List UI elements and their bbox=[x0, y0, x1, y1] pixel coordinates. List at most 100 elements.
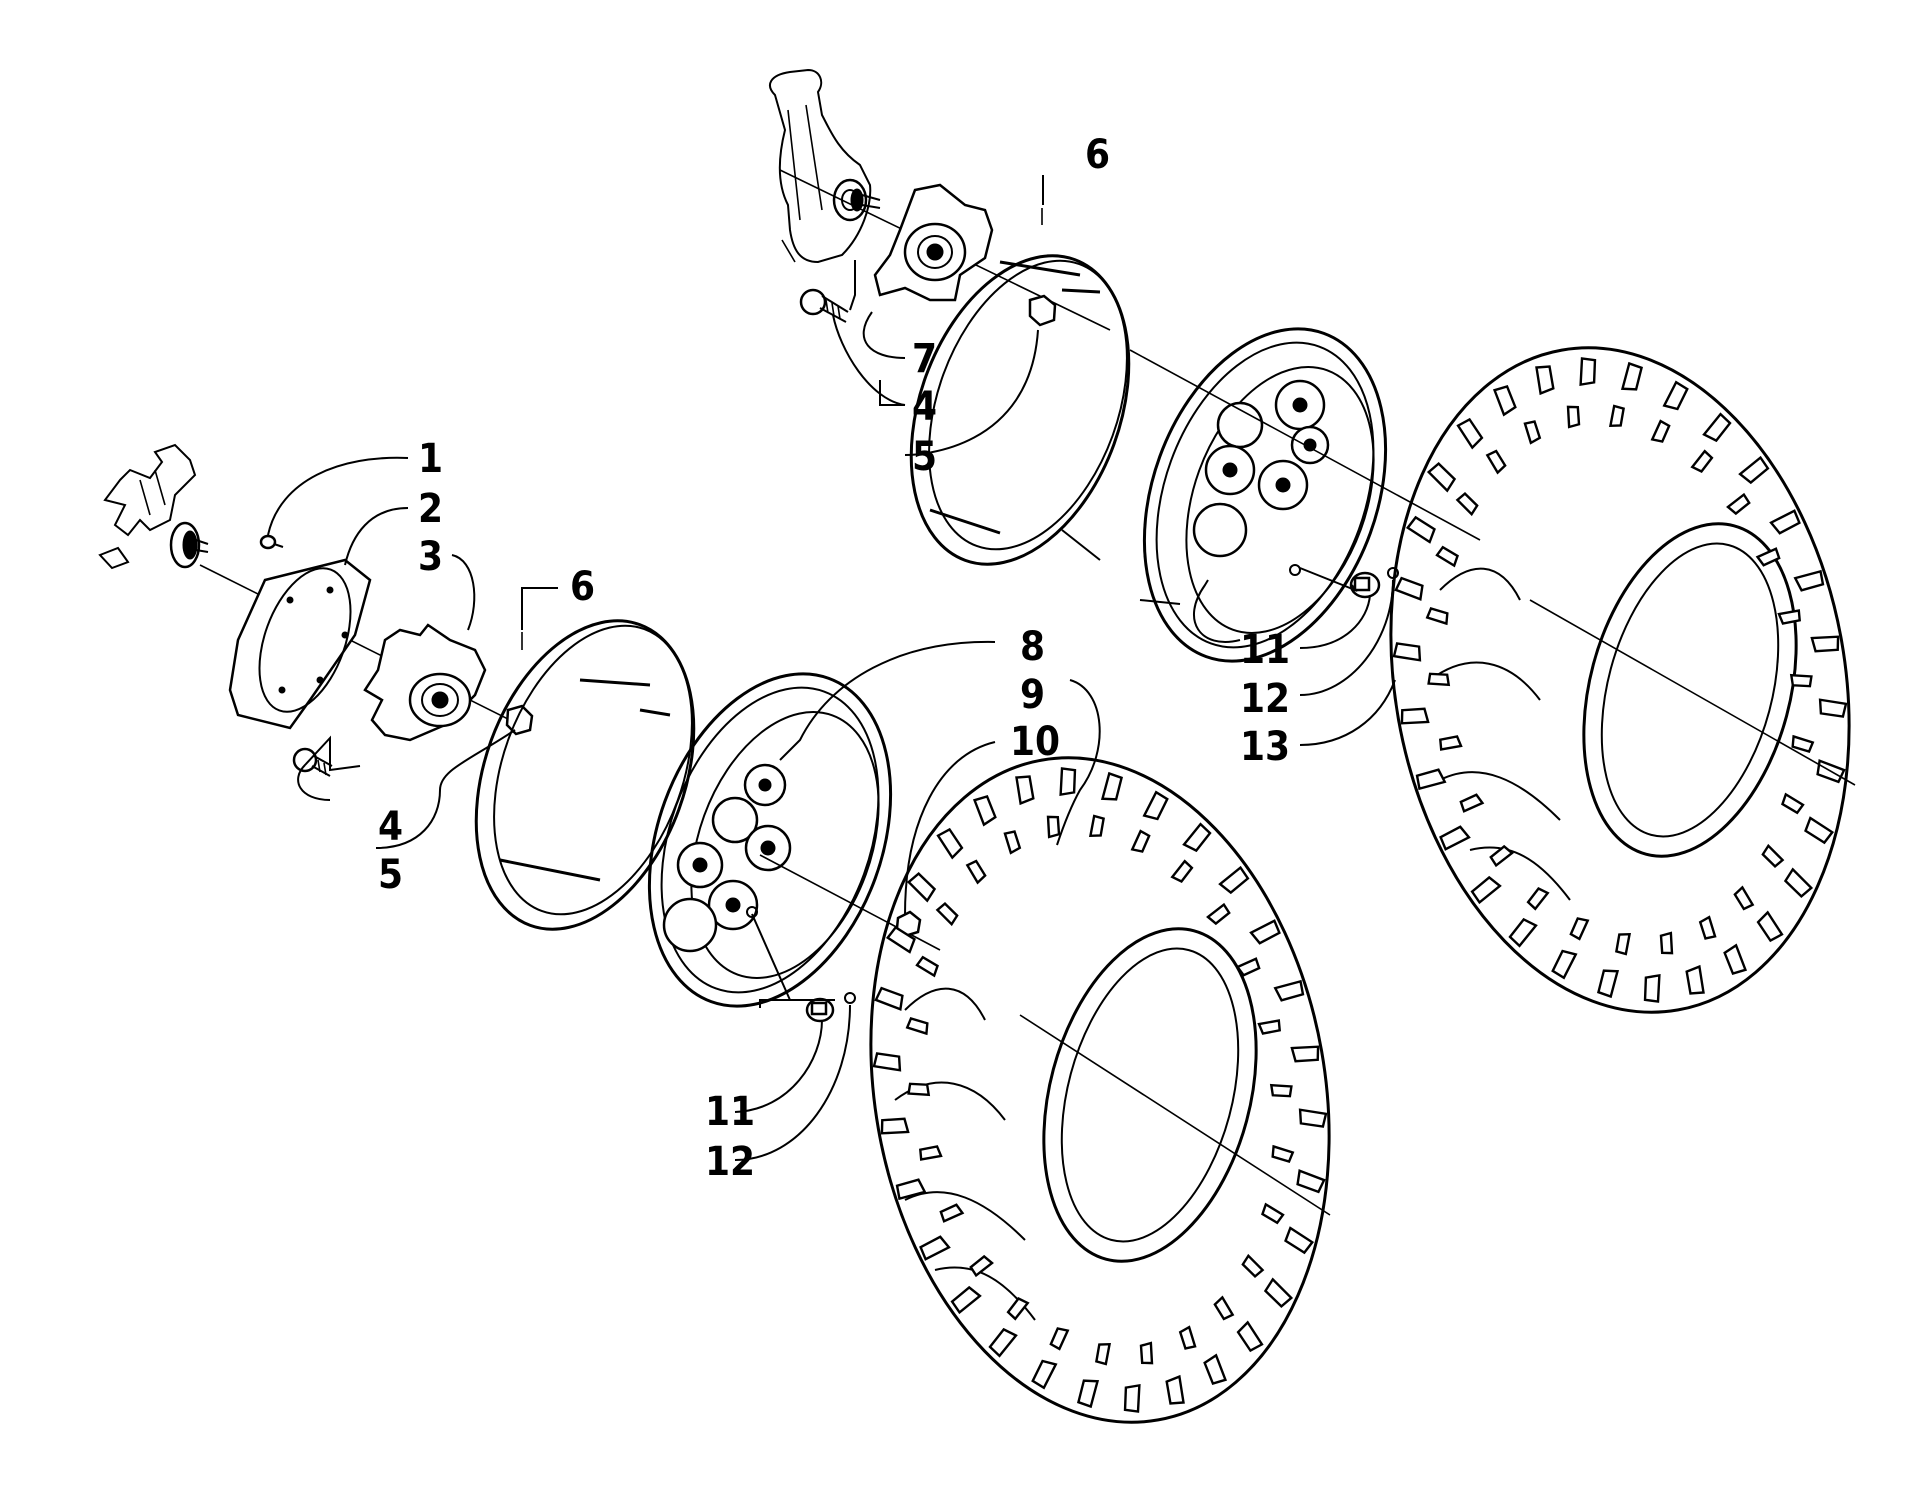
tread-block bbox=[1459, 793, 1485, 813]
tread-block bbox=[1566, 405, 1581, 429]
tread-block bbox=[1059, 767, 1077, 797]
tread-block bbox=[1427, 672, 1451, 687]
tread-block bbox=[1271, 1144, 1295, 1164]
tread-block bbox=[1615, 932, 1632, 956]
tread-block bbox=[965, 859, 987, 885]
tread-block bbox=[1241, 1253, 1265, 1278]
axis-line bbox=[1129, 349, 1481, 541]
callout-5: 5 bbox=[378, 852, 403, 898]
tread-block bbox=[1296, 1169, 1326, 1194]
tread-block bbox=[1569, 917, 1590, 941]
tread-block bbox=[1213, 1295, 1235, 1321]
callout-2: 2 bbox=[418, 486, 443, 532]
tread-block bbox=[1235, 957, 1261, 977]
tread-block bbox=[1261, 1202, 1285, 1225]
tread-block bbox=[1249, 919, 1281, 945]
tread-block bbox=[872, 1052, 902, 1072]
tread-block bbox=[1003, 830, 1022, 855]
tread-block bbox=[1139, 1341, 1154, 1365]
tread-block bbox=[1551, 949, 1578, 980]
callout-11: 11 bbox=[1240, 627, 1290, 673]
tread-block bbox=[1791, 734, 1815, 754]
tread-block bbox=[895, 1178, 927, 1201]
tread-block bbox=[885, 925, 916, 954]
wheel-rim-lower bbox=[474, 619, 893, 1008]
tread-block bbox=[1783, 867, 1814, 899]
tread-block bbox=[1400, 707, 1430, 725]
tread-block bbox=[1456, 417, 1484, 450]
callouts: 1 2 3 4 5 6 8 9 10 11 12 6 7 4 5 11 12 1… bbox=[378, 132, 1290, 1185]
tread-block bbox=[1756, 910, 1784, 943]
tread-block bbox=[1088, 814, 1105, 838]
tread-block bbox=[1405, 515, 1436, 544]
tread-block bbox=[1123, 1383, 1141, 1413]
tread-block bbox=[1415, 768, 1447, 791]
tread-block bbox=[1178, 1325, 1197, 1350]
tread-block bbox=[1425, 606, 1449, 626]
tread-block bbox=[1789, 673, 1813, 688]
tread-block bbox=[988, 1327, 1018, 1358]
steering-knuckle-upper bbox=[769, 68, 881, 264]
tread-block bbox=[950, 1285, 982, 1315]
tread-block bbox=[1492, 385, 1517, 417]
tread-block bbox=[1435, 545, 1459, 568]
tread-block bbox=[1620, 361, 1644, 391]
tread-block bbox=[1489, 844, 1514, 868]
tread-block bbox=[1523, 420, 1542, 445]
tread-block bbox=[1203, 1353, 1228, 1385]
castle-nut-upper bbox=[1028, 294, 1057, 327]
callout-13: 13 bbox=[1240, 724, 1290, 770]
tread-block bbox=[906, 871, 937, 903]
tread-block bbox=[1426, 461, 1457, 493]
tread-block bbox=[1690, 449, 1714, 473]
tread-block bbox=[874, 986, 904, 1011]
tread-block bbox=[1702, 412, 1732, 443]
tread-block bbox=[1810, 635, 1840, 653]
tread-block bbox=[1263, 1277, 1294, 1309]
hub-stud-lower bbox=[292, 747, 333, 777]
axis-line bbox=[1529, 599, 1856, 786]
tread-block bbox=[1659, 931, 1674, 955]
callout-10: 10 bbox=[1010, 719, 1060, 765]
tread-block bbox=[1170, 859, 1194, 883]
callout-5: 5 bbox=[912, 434, 937, 480]
castle-nut-lower bbox=[505, 704, 534, 736]
tread-block bbox=[1130, 829, 1151, 853]
tread-block bbox=[936, 827, 964, 860]
tread-block bbox=[1777, 609, 1801, 625]
tread-block bbox=[1685, 964, 1705, 995]
tread-block bbox=[1455, 492, 1479, 517]
tread-block bbox=[1095, 1342, 1112, 1366]
callout-4: 4 bbox=[912, 384, 937, 430]
tread-block bbox=[1726, 492, 1751, 516]
callout-1: 1 bbox=[418, 436, 443, 482]
tread-block bbox=[969, 1254, 994, 1278]
wheel-hub-upper bbox=[873, 183, 994, 302]
tire-lower bbox=[869, 756, 1331, 1424]
tread-block bbox=[1650, 419, 1671, 443]
hub-stud-upper bbox=[799, 288, 849, 323]
tread-block bbox=[1284, 1226, 1315, 1255]
callout-12: 12 bbox=[705, 1139, 755, 1185]
tread-block bbox=[972, 795, 997, 827]
tread-block bbox=[1508, 917, 1538, 948]
valve-stem-upper bbox=[1349, 567, 1399, 599]
callout-4: 4 bbox=[378, 804, 403, 850]
tread-block bbox=[1733, 885, 1755, 911]
tread-block bbox=[1206, 902, 1231, 926]
tread-block bbox=[1031, 1359, 1058, 1390]
tread-block bbox=[1165, 1374, 1185, 1405]
leader-lines bbox=[267, 175, 1396, 1161]
tire-upper bbox=[1389, 346, 1851, 1014]
tread-block bbox=[1236, 1320, 1264, 1353]
tread-block bbox=[1761, 843, 1785, 868]
axis-line bbox=[1019, 1014, 1331, 1216]
wheel-hub-lower bbox=[363, 623, 487, 742]
tread-block bbox=[1781, 792, 1805, 815]
tread-block bbox=[1596, 969, 1620, 999]
tread-block bbox=[1470, 875, 1502, 905]
tread-block bbox=[1579, 357, 1597, 387]
tread-block bbox=[915, 955, 939, 978]
tread-block bbox=[880, 1117, 910, 1135]
callout-9: 9 bbox=[1020, 672, 1045, 718]
